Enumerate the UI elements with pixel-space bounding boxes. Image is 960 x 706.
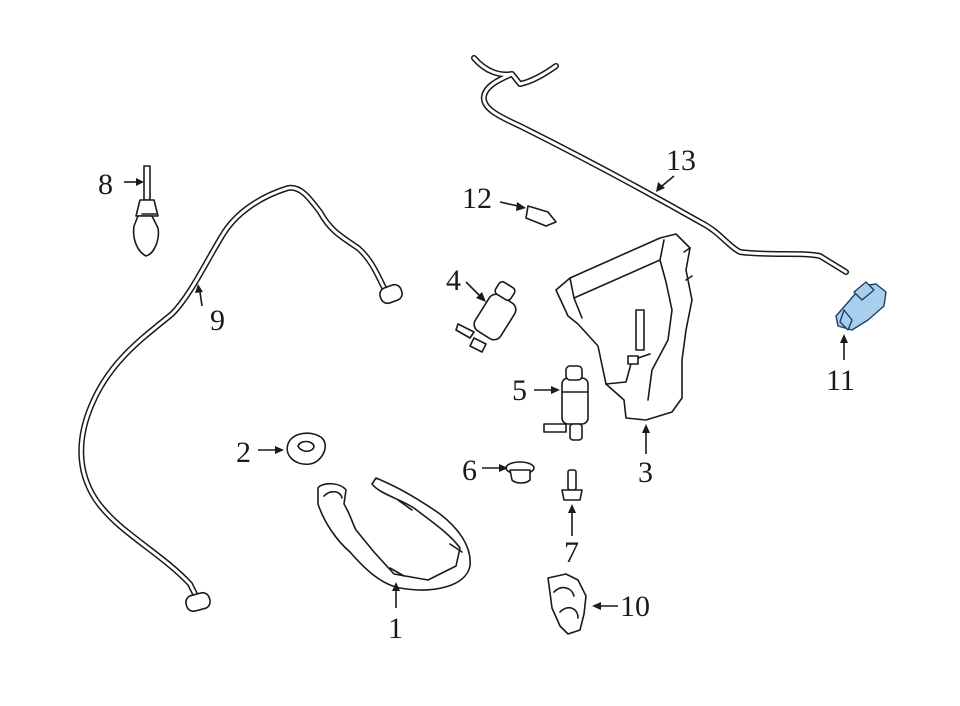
part-1-filler-pipe	[317, 477, 471, 591]
part-8-connector	[132, 165, 160, 257]
part-5-pump	[543, 365, 589, 441]
callout-4: 4	[446, 264, 461, 297]
callout-9: 9	[210, 304, 225, 337]
callout-13: 13	[666, 144, 696, 177]
leader-arrows	[124, 175, 848, 610]
part-3-reservoir	[555, 233, 693, 421]
callout-5: 5	[512, 374, 527, 407]
part-2-grommet	[286, 432, 326, 466]
callout-12: 12	[462, 182, 492, 215]
part-13-hose	[471, 55, 849, 275]
part-12-plug	[525, 205, 557, 227]
callout-7: 7	[564, 536, 579, 569]
part-11-connector	[835, 281, 887, 331]
callout-8: 8	[98, 168, 113, 201]
callout-2: 2	[236, 436, 251, 469]
callout-11: 11	[826, 364, 855, 397]
part-9-hose	[78, 184, 403, 613]
callout-6: 6	[462, 454, 477, 487]
callout-3: 3	[638, 456, 653, 489]
part-7-bolt	[561, 469, 583, 501]
callout-labels: 8 9 12 4 5 2 6 3 7 1 10 11 13	[98, 144, 855, 645]
callout-1: 1	[388, 612, 403, 645]
part-10-bracket	[547, 573, 587, 635]
part-6-grommet	[505, 461, 535, 484]
callout-10: 10	[620, 590, 650, 623]
part-4-pump	[455, 281, 517, 353]
